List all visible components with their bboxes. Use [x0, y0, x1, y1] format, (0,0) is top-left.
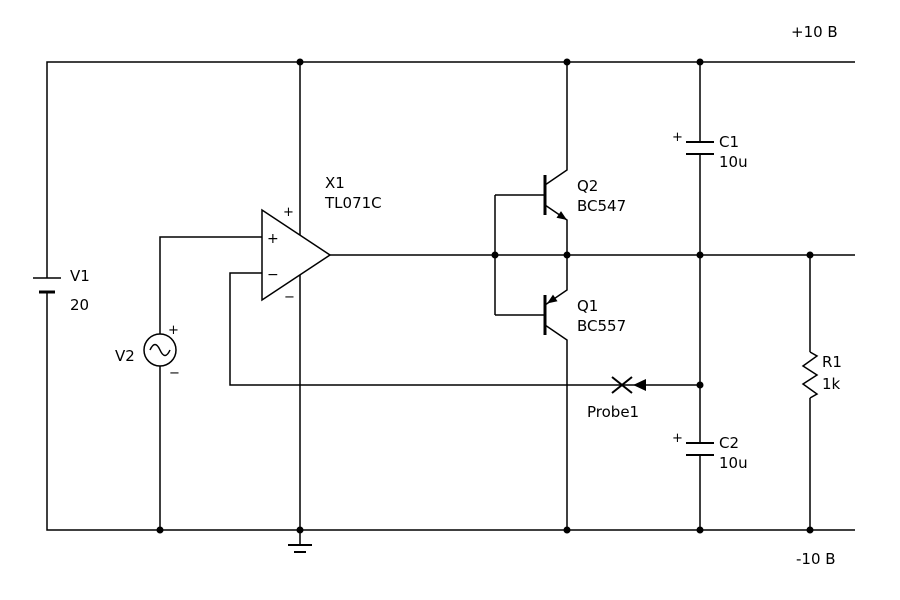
- wire-feedback: [229, 272, 700, 386]
- junction-dot: [806, 251, 814, 259]
- r1-zigzag: [801, 351, 819, 399]
- r1-designator: R1: [822, 353, 842, 371]
- v1-value: 20: [70, 296, 89, 314]
- probe-arrow-icon: [633, 379, 646, 391]
- wire-top-rail: [46, 61, 855, 278]
- q1-part: BC557: [577, 317, 626, 335]
- opamp-supply-plus-mark: +: [283, 205, 294, 220]
- opamp-supply-minus-mark: −: [284, 290, 295, 305]
- c2-value: 10u: [719, 454, 748, 472]
- negative-rail-label: -10 В: [796, 550, 836, 568]
- probe1-designator: Probe1: [587, 403, 639, 421]
- component-v2-source[interactable]: + − V2: [115, 323, 180, 381]
- q1-designator: Q1: [577, 297, 598, 315]
- q1-emitter: [544, 255, 568, 306]
- component-r1-resistor[interactable]: R1 1k: [801, 351, 842, 399]
- c2-plus-mark: +: [672, 431, 683, 446]
- junction-dot: [696, 526, 704, 534]
- q1-emitter-arrow: [547, 294, 558, 304]
- x1-part: TL071C: [324, 194, 382, 212]
- junction-dot: [696, 381, 704, 389]
- c2-designator: C2: [719, 434, 739, 452]
- wire-bottom-rail: [46, 292, 855, 531]
- component-c1-capacitor[interactable]: + C1 10u: [672, 130, 748, 171]
- q2-part: BC547: [577, 197, 626, 215]
- junction-dot: [696, 58, 704, 66]
- junction-dot: [806, 526, 814, 534]
- opamp-input-minus-mark: −: [267, 267, 279, 283]
- q2-collector: [544, 62, 568, 186]
- junction-dot: [563, 251, 571, 259]
- component-probe1[interactable]: Probe1: [587, 376, 646, 421]
- sine-wave-icon: [149, 343, 171, 357]
- opamp-input-plus-mark: +: [267, 231, 279, 247]
- c1-designator: C1: [719, 133, 739, 151]
- r1-value: 1k: [822, 375, 841, 393]
- junction-dot: [296, 526, 304, 534]
- q2-designator: Q2: [577, 177, 598, 195]
- wire-v2-to-opamp-plus: [159, 236, 262, 334]
- component-q2-npn[interactable]: Q2 BC547: [543, 62, 626, 255]
- junction-dot: [696, 251, 704, 259]
- component-v1-battery[interactable]: V1 20: [33, 267, 90, 314]
- c1-value: 10u: [719, 153, 748, 171]
- v2-minus-mark: −: [169, 366, 180, 381]
- junction-dot: [296, 58, 304, 66]
- opamp-triangle: [261, 208, 332, 302]
- component-q1-pnp[interactable]: Q1 BC557: [543, 255, 626, 530]
- positive-rail-label: +10 В: [791, 23, 838, 41]
- v1-designator: V1: [70, 267, 90, 285]
- v2-designator: V2: [115, 347, 135, 365]
- junction-dots: [156, 58, 814, 534]
- junction-dot: [563, 58, 571, 66]
- q1-collector: [544, 324, 568, 530]
- q2-emitter: [544, 204, 568, 255]
- x1-designator: X1: [325, 174, 345, 192]
- junction-dot: [491, 251, 499, 259]
- component-c2-capacitor[interactable]: + C2 10u: [672, 431, 748, 472]
- wires: [46, 61, 855, 531]
- q2-emitter-arrow: [556, 211, 567, 220]
- junction-dot: [156, 526, 164, 534]
- probe-x-mark-icon: [611, 376, 633, 394]
- c1-plus-mark: +: [672, 130, 683, 145]
- component-x1-opamp[interactable]: + − + − X1 TL071C: [261, 174, 382, 305]
- v2-plus-mark: +: [168, 323, 179, 338]
- junction-dot: [563, 526, 571, 534]
